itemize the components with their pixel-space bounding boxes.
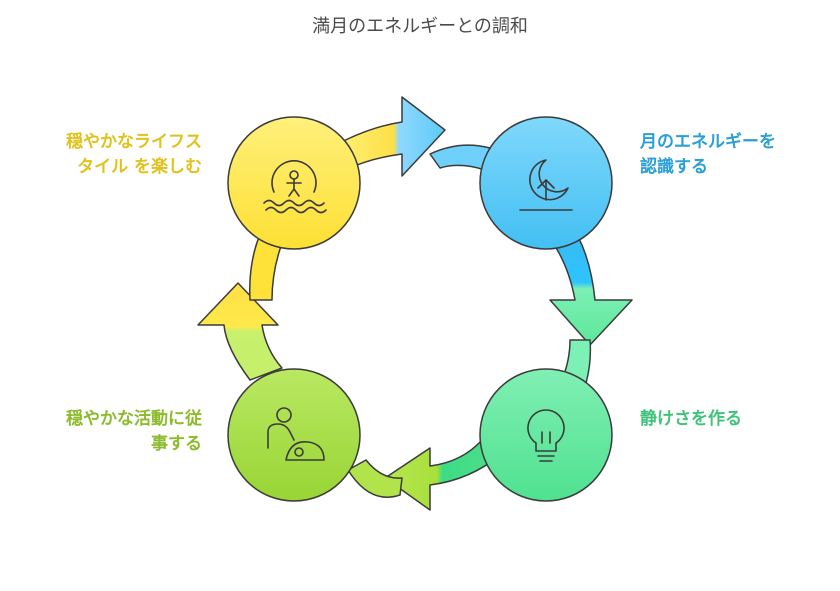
step-label-calm-activities: 穏やかな活動に従 事する — [66, 407, 202, 457]
step-label-line: 穏やかなライフス — [66, 132, 202, 152]
step-label-line: 静けさを作る — [640, 409, 742, 429]
step-label-create-stillness: 静けさを作る — [640, 407, 742, 432]
step-label-line: 穏やかな活動に従 — [66, 409, 202, 429]
person-with-pet-icon — [267, 407, 325, 461]
step-label-line: 事する — [151, 434, 202, 454]
step-label-line: 月のエネルギーを — [640, 132, 776, 152]
step-label-line: 認識する — [640, 157, 708, 177]
lightbulb-icon — [527, 409, 565, 462]
step-label-serene-lifestyle: 穏やかなライフス タイル を楽しむ — [66, 130, 202, 180]
arrow-top — [329, 96, 446, 177]
arrow-bottom-tail — [347, 459, 403, 498]
arrow-top-tail — [429, 144, 491, 171]
step-label-line: タイル を楽しむ — [77, 157, 202, 177]
step-circle-bl — [227, 368, 361, 502]
step-label-recognize-moon-energy: 月のエネルギーを 認識する — [640, 130, 776, 180]
step-circle-br — [479, 368, 613, 502]
person-in-water-icon — [263, 160, 327, 214]
diagram-title: 満月のエネルギーとの調和 — [312, 16, 528, 37]
arrow-left — [197, 282, 283, 381]
moon-rising-icon — [519, 159, 573, 211]
